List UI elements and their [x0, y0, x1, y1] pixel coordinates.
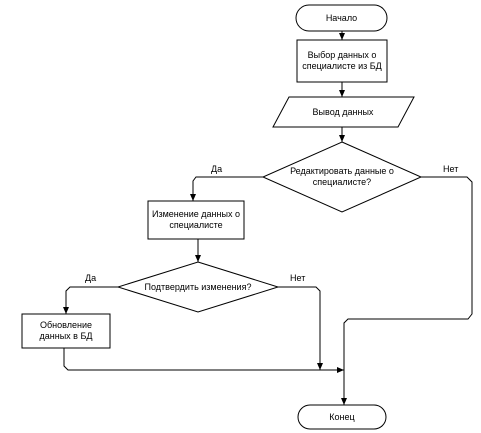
arrow-edit-no — [341, 176, 473, 405]
select-data-process — [296, 39, 388, 83]
change-data-label: Изменение данных о специалисте — [152, 209, 240, 230]
arrow-update-to-merge — [63, 348, 344, 373]
arrow-confirm-yes — [63, 286, 118, 314]
change-data-process — [147, 200, 245, 240]
confirm-question-label: Подтвердить изменения? — [144, 281, 252, 292]
edit-yes-label: Да — [211, 164, 223, 174]
edit-no-label: Нет — [443, 164, 459, 174]
edit-decision — [261, 141, 423, 213]
select-data-label: Выбор данных о специалисте из БД — [302, 50, 382, 71]
confirm-yes-label: Да — [85, 273, 97, 283]
edit-question-label: Редактировать данные о специалисте? — [290, 166, 394, 187]
end-terminator — [297, 404, 387, 430]
update-db-label: Обновление данных в БД — [39, 320, 93, 341]
output-data-label: Вывод данных — [312, 106, 374, 117]
end-label: Конец — [329, 411, 355, 422]
arrow-edit-yes — [190, 176, 263, 201]
output-data-io — [272, 96, 415, 128]
confirm-decision — [116, 261, 280, 313]
confirm-no-label: Нет — [290, 273, 306, 283]
arrow-confirm-no — [278, 286, 323, 370]
start-label: Начало — [325, 12, 358, 23]
update-db-process — [21, 313, 111, 349]
